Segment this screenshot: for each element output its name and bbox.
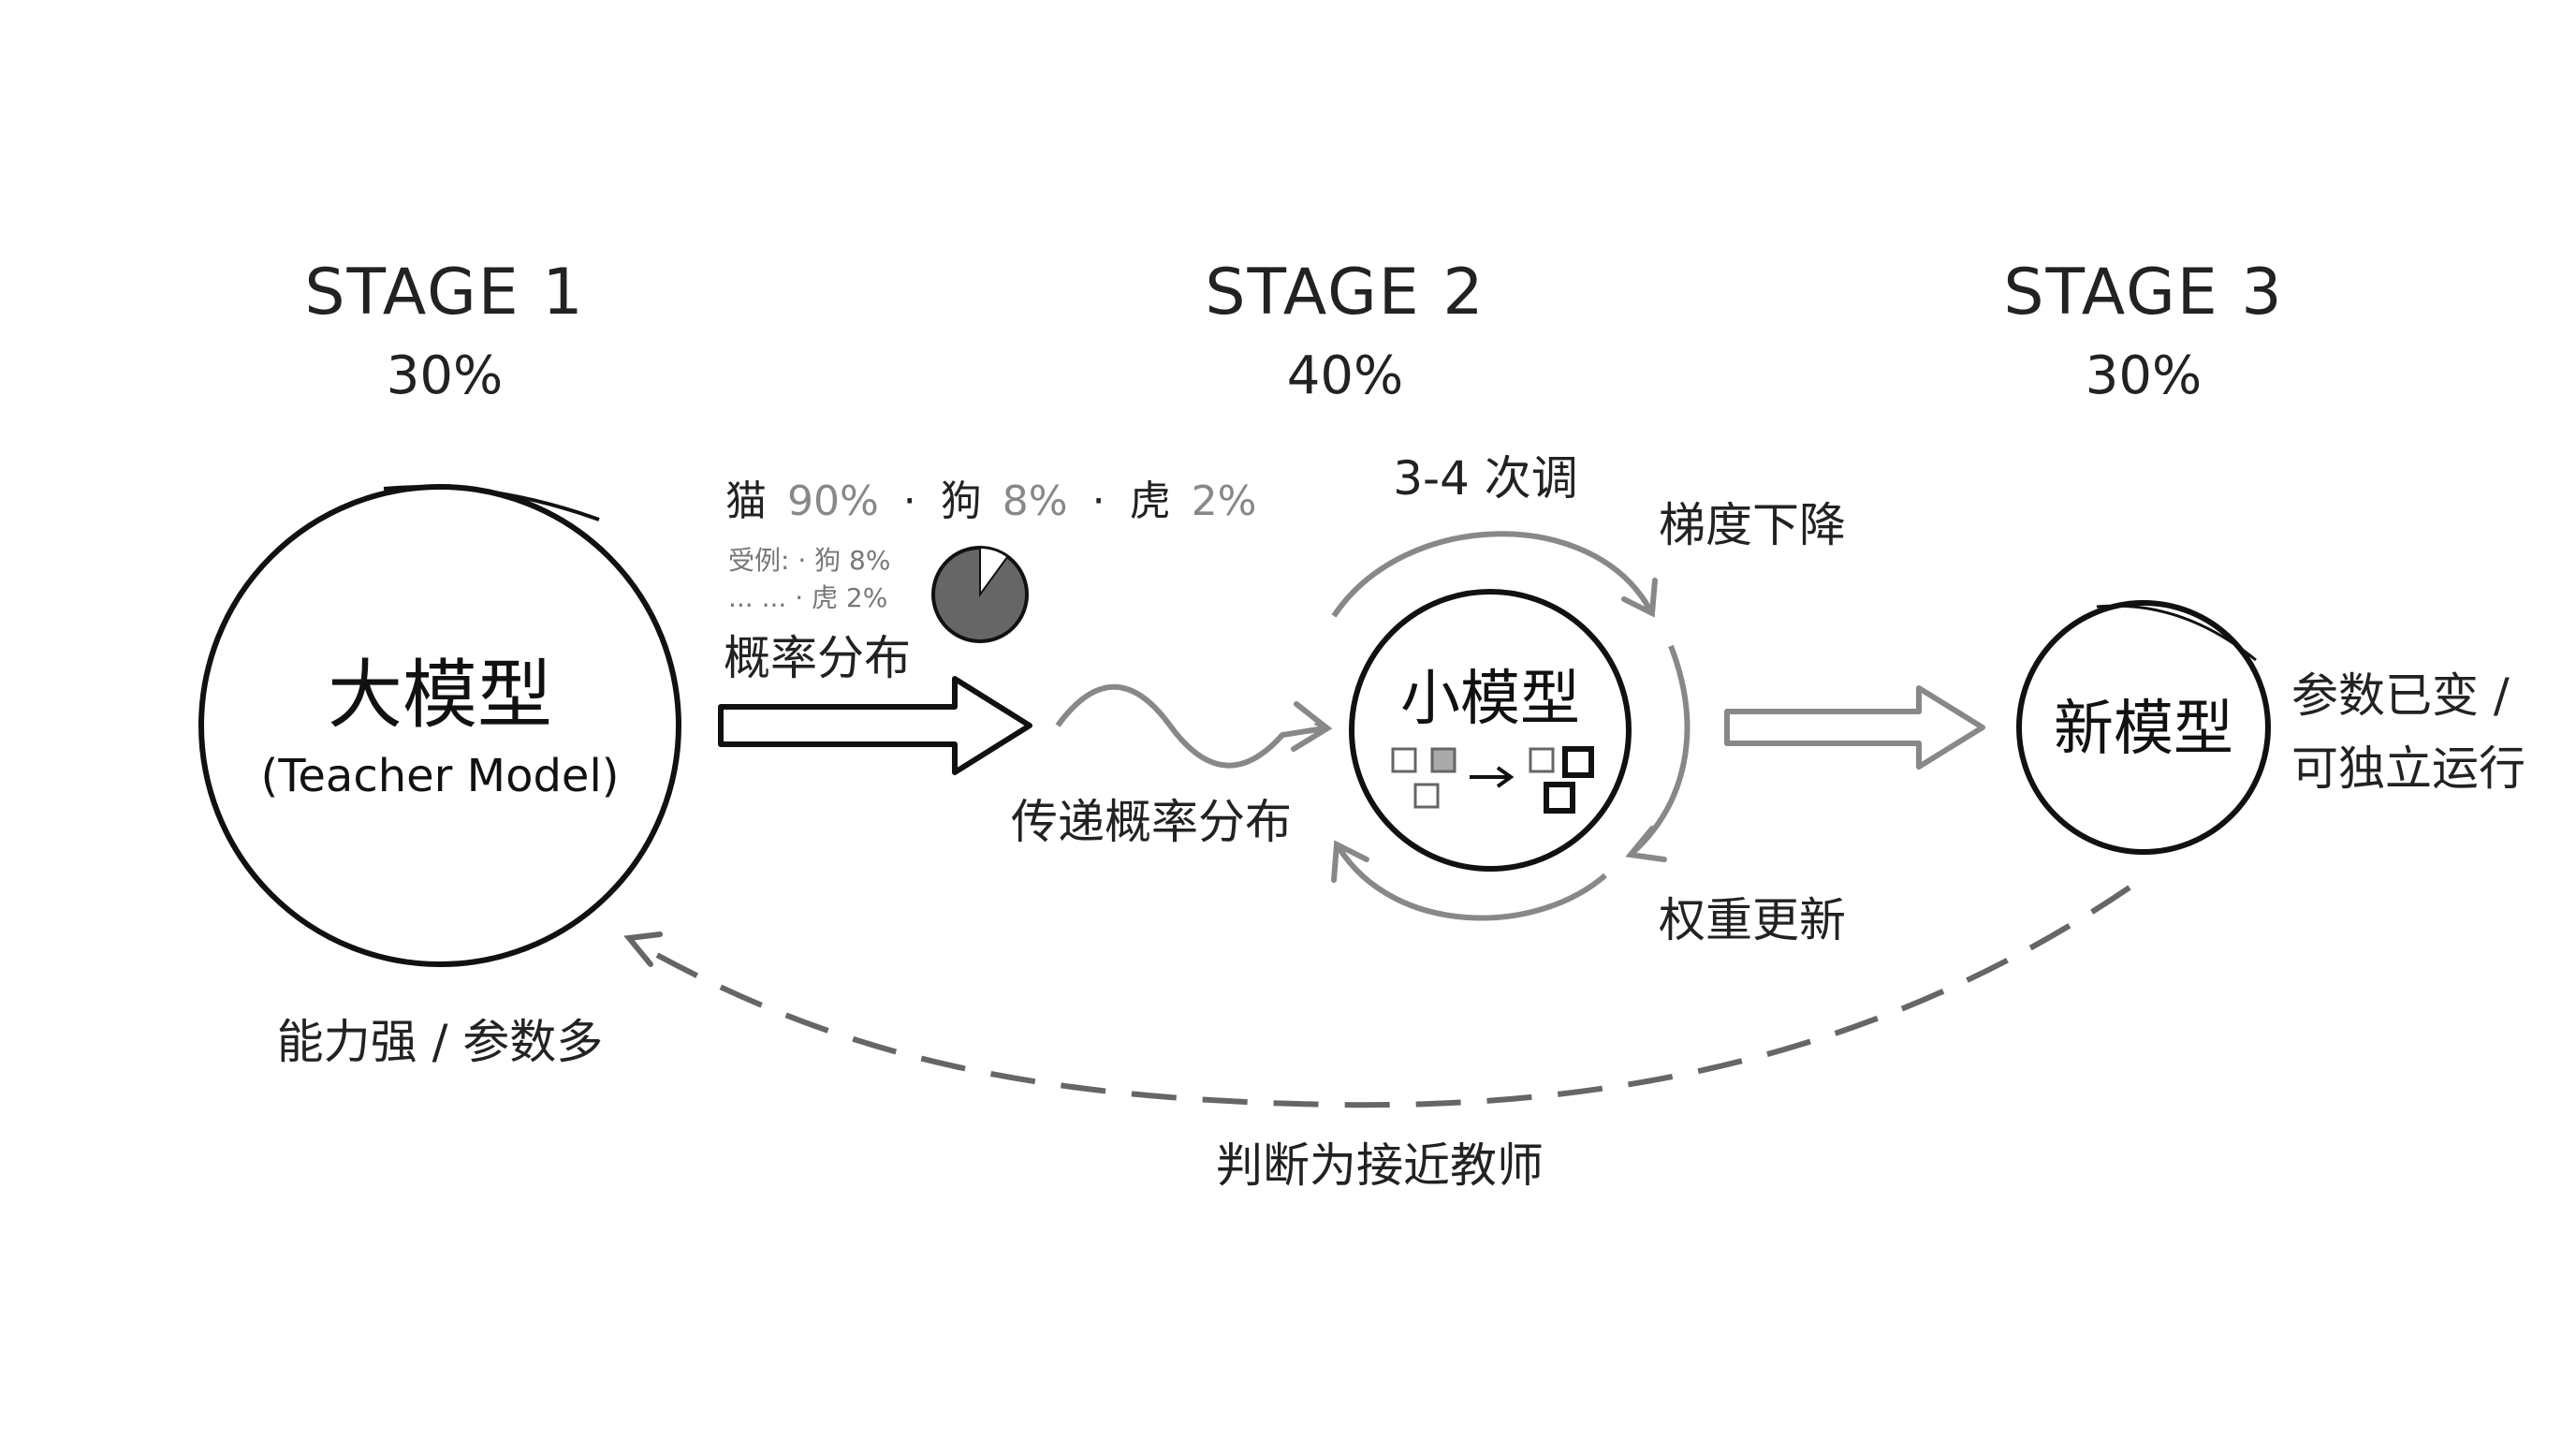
weight-update-label: 权重更新	[1659, 893, 1846, 947]
wavy-transfer-arrow	[1055, 683, 1325, 769]
student-model-node: 小模型	[1349, 589, 1632, 872]
tiger-percent: 2%	[1192, 477, 1257, 525]
new-model-overstroke	[2096, 604, 2257, 662]
loop-arrow-top	[1331, 531, 1652, 618]
stage-2-title: STAGE 2	[1205, 256, 1485, 330]
feedback-label: 判断为接近教师	[1216, 1138, 1544, 1193]
feedback-arrow-head	[623, 932, 663, 967]
cat-percent: 90%	[787, 477, 879, 525]
teacher-circle-overstroke	[383, 485, 600, 521]
cat-label: 猫	[725, 477, 767, 525]
loop-arrow-bottom-head	[1331, 840, 1369, 883]
loop-arrow-right	[1631, 644, 1690, 855]
separator-1: ·	[903, 477, 916, 525]
svg-text:猫 90% · 狗: 猫 90% · 狗 8% · 虎 2%	[725, 477, 1256, 525]
loop-arrow-top-head	[1621, 578, 1658, 618]
teacher-model-node: 大模型 (Teacher Model)	[198, 484, 681, 967]
student-to-new-arrow	[1724, 685, 1985, 770]
new-model-caption-line-2: 可独立运行	[2291, 741, 2525, 796]
separator-2: ·	[1092, 477, 1105, 525]
teacher-sublabel: (Teacher Model)	[260, 750, 619, 802]
loop-arrow-bottom	[1336, 845, 1607, 921]
dog-label: 狗	[941, 477, 982, 525]
transfer-label: 传递概率分布	[1011, 795, 1292, 849]
new-model-label: 新模型	[2054, 695, 2233, 764]
weight-change-icon	[1391, 746, 1594, 814]
stage-3-percent: 30%	[2086, 345, 2202, 406]
teacher-to-student-arrow	[718, 676, 1032, 775]
tiger-label: 虎	[1130, 477, 1171, 525]
stage-1-header: STAGE 1 30%	[304, 256, 584, 406]
new-model-node: 新模型	[2016, 600, 2271, 855]
teacher-caption: 能力强 / 参数多	[277, 1015, 604, 1069]
distribution-detail-line-1: 受例: · 狗 8%	[728, 545, 890, 576]
new-model-circle	[2016, 600, 2271, 855]
teacher-label: 大模型	[328, 652, 552, 739]
pie-small-slice	[979, 546, 1009, 598]
wavy-arrow-head	[1291, 701, 1333, 752]
new-model-caption-line-1: 参数已变 /	[2291, 668, 2510, 723]
probability-labels: 猫 90% · 狗 8% · 虎 2% 受例: · 狗 8% ... ... ·…	[725, 477, 1256, 613]
stage-3-title: STAGE 3	[2003, 256, 2283, 330]
stage-1-title: STAGE 1	[304, 256, 584, 330]
stage-3-header: STAGE 3 30%	[2003, 256, 2283, 406]
distribution-label: 概率分布	[724, 631, 911, 685]
student-circle	[1349, 589, 1632, 872]
stage-2-percent: 40%	[1287, 345, 1403, 406]
feedback-dashed-arrow	[635, 885, 2131, 1108]
gradient-descent-label: 梯度下降	[1659, 498, 1846, 552]
loop-arrow-right-head	[1625, 826, 1667, 862]
loop-iterations-label: 3-4 次调	[1393, 451, 1578, 506]
stage-1-percent: 30%	[387, 345, 503, 406]
stage-2-header: STAGE 2 40%	[1205, 256, 1485, 406]
probability-pie	[931, 546, 1029, 643]
dog-percent: 8%	[1003, 477, 1068, 525]
student-label: 小模型	[1400, 665, 1580, 734]
distribution-detail-line-2: ... ... · 虎 2%	[728, 582, 887, 613]
